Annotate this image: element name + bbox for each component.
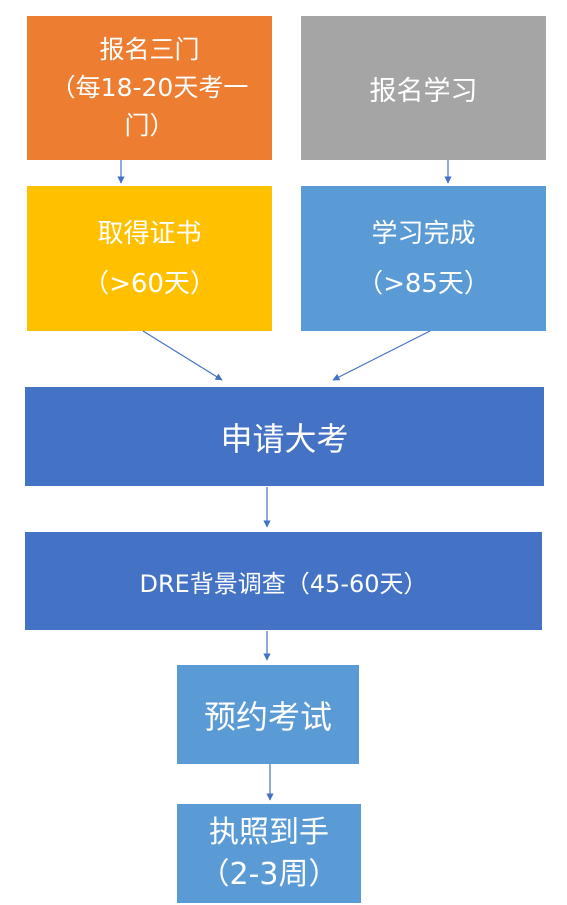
- study-complete-box: 学习完成 （>85天）: [301, 186, 546, 331]
- register-three-subjects-title: 报名三门: [99, 35, 200, 64]
- study-complete-duration: （>85天）: [357, 268, 490, 299]
- arrow-study-complete-to-apply-exam: [332, 330, 431, 381]
- register-three-subjects-note: （每18-20天考一: [50, 73, 249, 102]
- apply-exam-title: 申请大考: [220, 419, 349, 458]
- dre-background-check-title: DRE背景调查（45-60天）: [139, 569, 428, 598]
- register-study-title: 报名学习: [369, 75, 478, 107]
- book-exam-box: 预约考试: [177, 665, 359, 764]
- license-received-box: 执照到手 （2-3周）: [177, 804, 361, 903]
- get-certificate-box: 取得证书 （>60天）: [27, 186, 272, 331]
- dre-background-check-box: DRE背景调查（45-60天）: [25, 532, 542, 630]
- register-study-box: 报名学习: [301, 16, 546, 160]
- arrow-certificate-to-apply-exam: [142, 330, 223, 381]
- register-three-subjects-box: 报名三门 （每18-20天考一 门）: [27, 16, 272, 160]
- study-complete-title: 学习完成: [371, 218, 476, 249]
- license-received-duration: （2-3周）: [199, 856, 339, 892]
- apply-exam-box: 申请大考: [25, 387, 544, 486]
- register-three-subjects-note-end: 门）: [124, 111, 175, 140]
- license-received-title: 执照到手: [209, 814, 329, 850]
- book-exam-title: 预约考试: [203, 697, 332, 736]
- get-certificate-duration: （>60天）: [83, 268, 216, 299]
- get-certificate-title: 取得证书: [97, 218, 202, 249]
